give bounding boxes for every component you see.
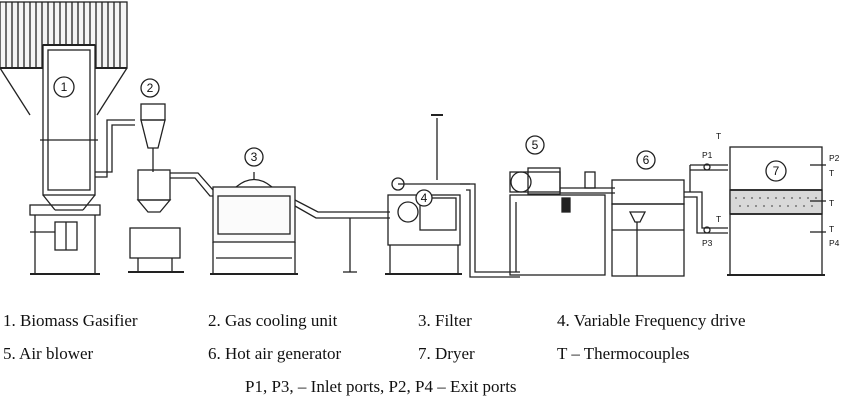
port-label-p1: P1 — [702, 150, 713, 160]
callout-circle-5 — [525, 135, 545, 155]
air-blower — [509, 167, 615, 276]
process-schematic: 1 2 3 4 5 6 7 P1 P3 P2 P4 T T T T T — [0, 1, 840, 278]
callout-circle-4 — [415, 189, 433, 207]
callout-circle-7 — [765, 160, 787, 182]
callout-5: 5 — [532, 138, 539, 152]
legend-item-variable-frequency-drive: 4. Variable Frequency drive — [557, 311, 746, 330]
thermocouple-label-5: T — [829, 224, 834, 234]
callout-circle-2 — [140, 78, 160, 98]
callout-2: 2 — [147, 81, 154, 95]
biomass-gasifier — [0, 1, 135, 275]
filter — [210, 172, 390, 275]
thermocouple-label-2: T — [716, 214, 721, 224]
port-label-p2: P2 — [829, 153, 840, 163]
thermocouple-label-4: T — [829, 198, 834, 208]
legend-item-dryer: 7. Dryer — [418, 344, 475, 363]
callout-3: 3 — [251, 150, 258, 164]
gas-cooling-unit — [128, 103, 215, 273]
dryer — [727, 146, 826, 276]
thermocouple-label-1: T — [716, 131, 721, 141]
callout-7: 7 — [773, 164, 780, 178]
port-label-p4: P4 — [829, 238, 840, 248]
variable-frequency-drive — [385, 114, 520, 278]
hot-air-generator — [611, 163, 728, 277]
thermocouple-label-3: T — [829, 168, 834, 178]
legend-item-hot-air-generator: 6. Hot air generator — [208, 344, 342, 363]
legend-item-biomass-gasifier: 1. Biomass Gasifier — [3, 311, 138, 330]
legend-item-air-blower: 5. Air blower — [3, 344, 94, 363]
callout-circle-6 — [636, 150, 656, 170]
legend-footnote-ports: P1, P3, – Inlet ports, P2, P4 – Exit por… — [245, 377, 517, 396]
callout-1: 1 — [61, 80, 68, 94]
legend-item-filter: 3. Filter — [418, 311, 472, 330]
legend-item-thermocouples: T – Thermocouples — [557, 344, 690, 363]
callout-circle-1 — [53, 76, 75, 98]
dryer-bed — [735, 197, 817, 207]
callout-circle-3 — [244, 147, 264, 167]
legend-item-gas-cooling-unit: 2. Gas cooling unit — [208, 311, 338, 330]
legend: 1. Biomass Gasifier 2. Gas cooling unit … — [0, 300, 850, 401]
callout-4: 4 — [421, 191, 428, 205]
callout-6: 6 — [643, 153, 650, 167]
port-label-p3: P3 — [702, 238, 713, 248]
